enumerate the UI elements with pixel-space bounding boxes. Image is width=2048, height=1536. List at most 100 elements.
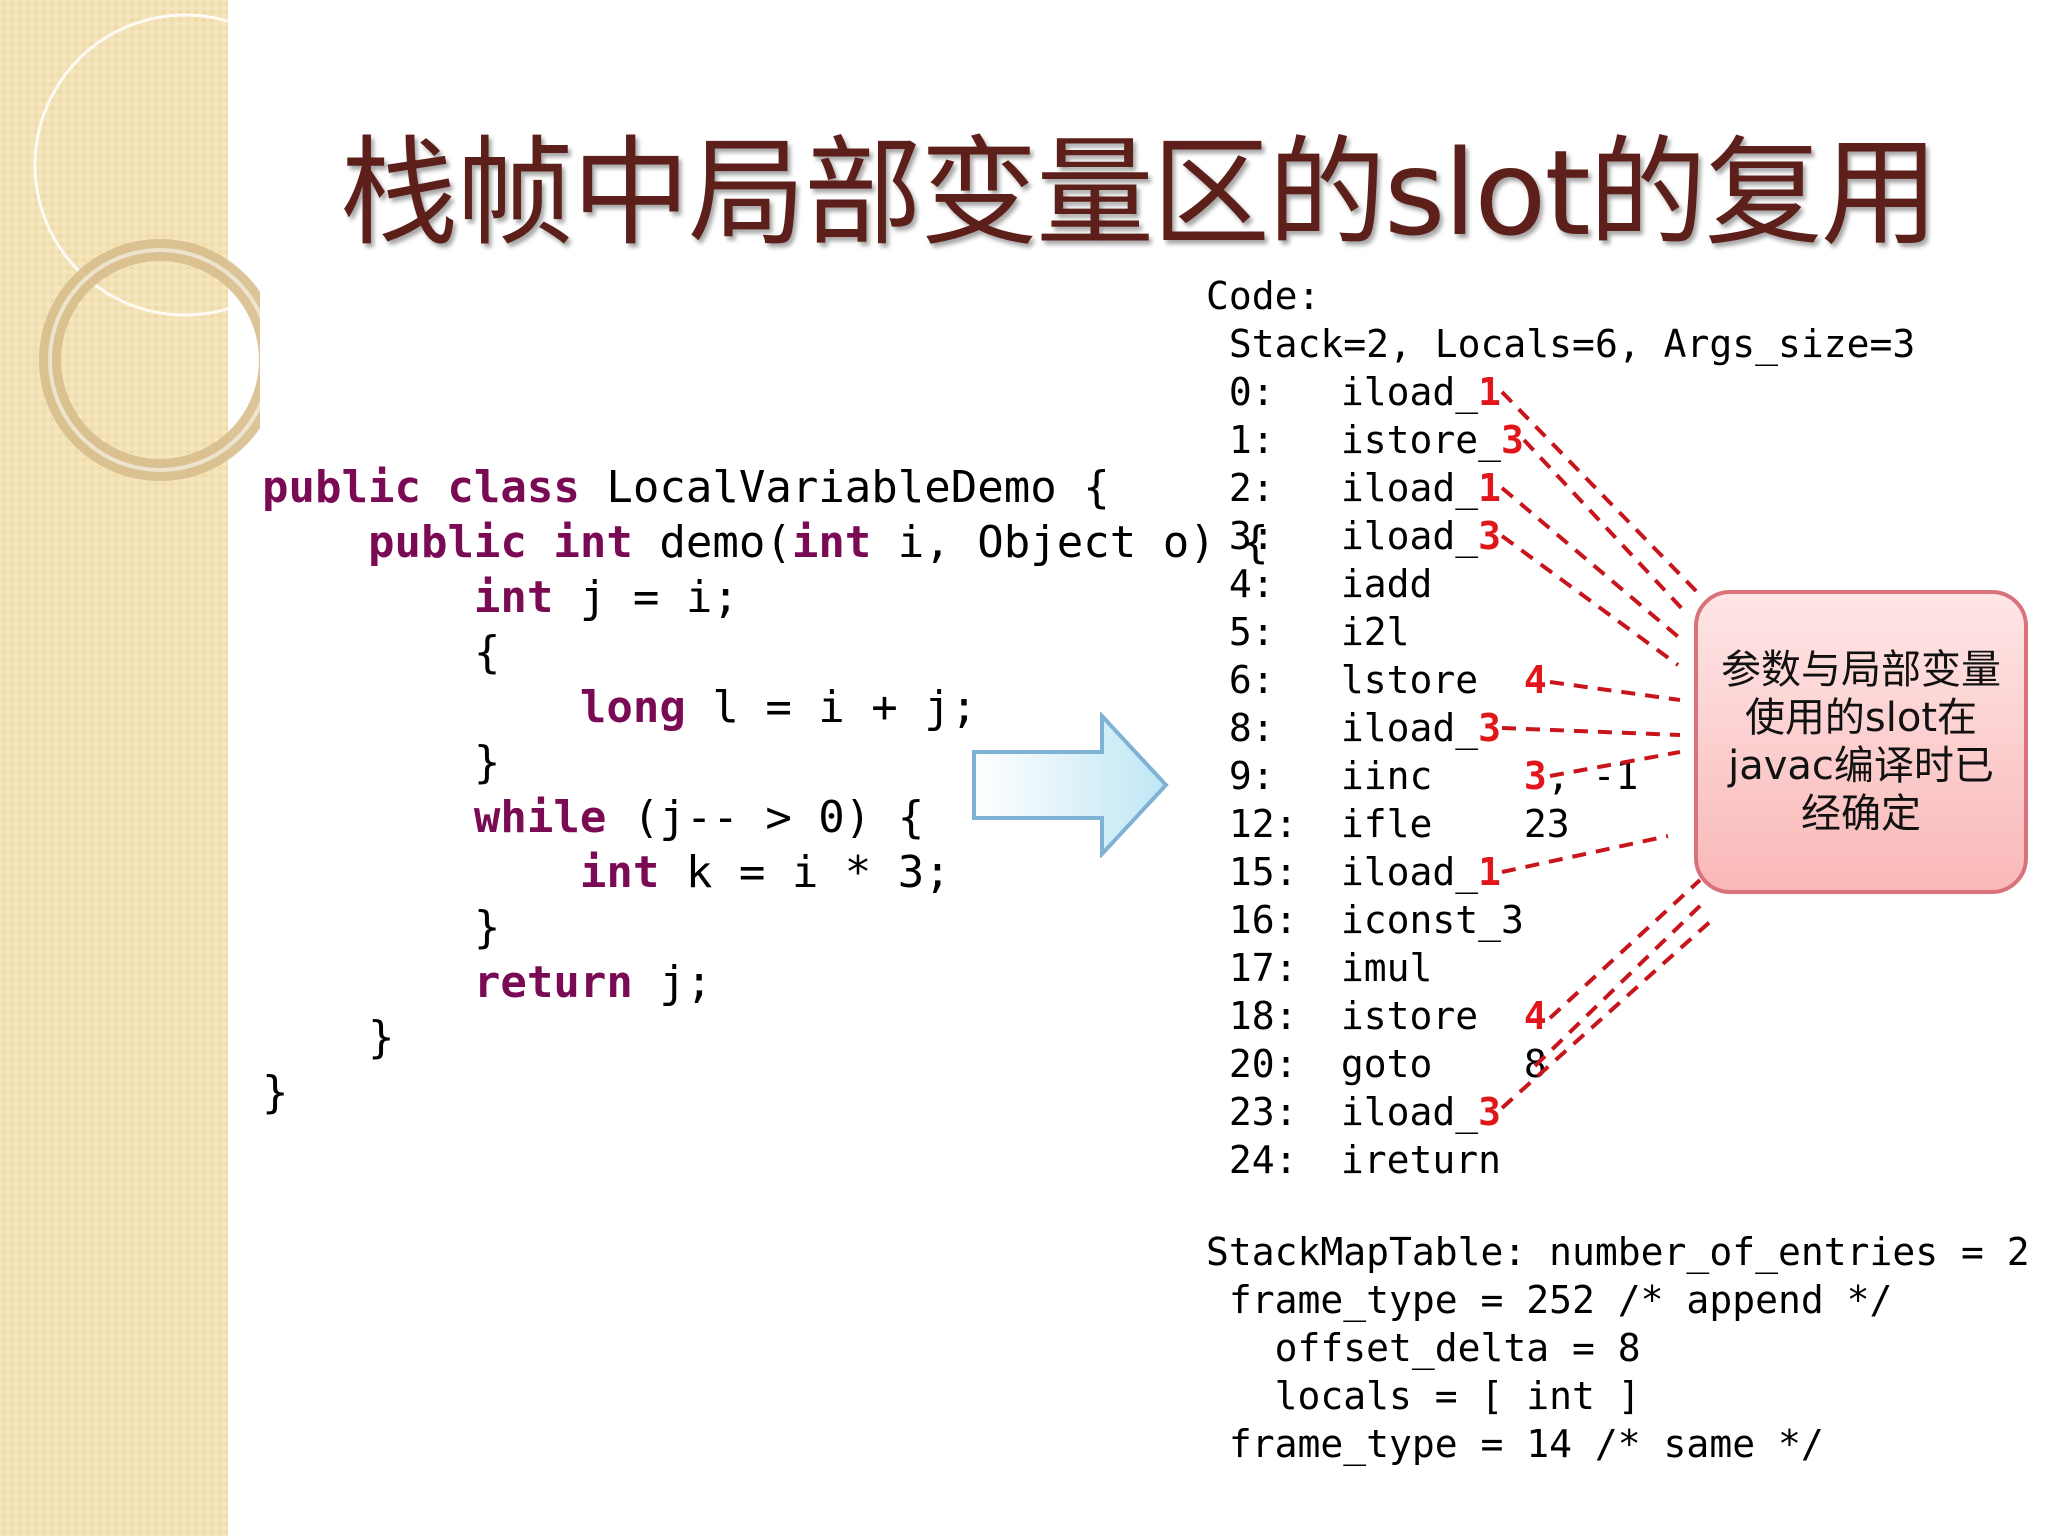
instruction-opcode: iload_ bbox=[1340, 370, 1479, 414]
slot-index: 3 bbox=[1478, 1090, 1502, 1134]
code-text bbox=[262, 682, 580, 733]
instruction-offset: 5: bbox=[1228, 610, 1275, 654]
instruction-offset: 15: bbox=[1228, 850, 1298, 894]
bytecode-instruction: 17: imul bbox=[1206, 944, 1915, 992]
code-keyword: return bbox=[473, 957, 633, 1008]
instruction-opcode: goto bbox=[1340, 1042, 1524, 1086]
slot-index: 3 bbox=[1501, 418, 1524, 462]
instruction-opcode: istore bbox=[1340, 994, 1524, 1038]
code-keyword: public int bbox=[367, 517, 633, 568]
bytecode-instruction: 3: iload_3 bbox=[1206, 512, 1915, 560]
instruction-offset: 1: bbox=[1228, 418, 1275, 462]
code-line: int j = i; bbox=[262, 570, 1269, 625]
code-line: long l = i + j; bbox=[262, 680, 1269, 735]
bytecode-instructions: 0:iload_1 1:istore_3 2:iload_1 3:iload_3… bbox=[1206, 368, 1915, 1184]
bytecode-instruction: 15: iload_1 bbox=[1206, 848, 1915, 896]
instruction-opcode: istore_ bbox=[1340, 418, 1502, 462]
code-text: } bbox=[262, 1067, 289, 1118]
bytecode-instruction: 8:iload_3 bbox=[1206, 704, 1915, 752]
decorative-circles bbox=[33, 13, 260, 481]
code-line: int k = i * 3; bbox=[262, 845, 1269, 900]
stack-map-line: offset_delta = 8 bbox=[1206, 1326, 1641, 1370]
slot-index: 1 bbox=[1478, 850, 1502, 894]
code-line: public class LocalVariableDemo { bbox=[262, 460, 1269, 515]
code-text bbox=[262, 957, 474, 1008]
code-keyword: int bbox=[579, 847, 660, 898]
bytecode-instruction: 0:iload_1 bbox=[1206, 368, 1915, 416]
code-text: } bbox=[262, 902, 501, 953]
code-text bbox=[262, 517, 368, 568]
bytecode-listing: Code: Stack=2, Locals=6, Args_size=3 0:i… bbox=[1206, 272, 1915, 1184]
code-line: return j; bbox=[262, 955, 1269, 1010]
code-text: j; bbox=[632, 957, 713, 1008]
code-text bbox=[262, 792, 474, 843]
instruction-opcode: i2l bbox=[1340, 610, 1410, 654]
instruction-opcode: ifle bbox=[1340, 802, 1524, 846]
code-text: (j-- > 0) { bbox=[606, 792, 925, 843]
instruction-offset: 18: bbox=[1228, 994, 1298, 1038]
slot-index: 3 bbox=[1478, 514, 1502, 558]
code-line: public int demo(int i, Object o) { bbox=[262, 515, 1269, 570]
code-line: } bbox=[262, 1010, 1269, 1065]
slot-index: 1 bbox=[1478, 370, 1502, 414]
code-text: i, Object o) { bbox=[871, 517, 1269, 568]
code-keyword: int bbox=[791, 517, 872, 568]
slot-index: 3 bbox=[1478, 706, 1502, 750]
java-source-code: public class LocalVariableDemo { public … bbox=[262, 460, 1269, 1120]
slide-title: 栈帧中局部变量区的slot的复用 bbox=[340, 124, 1939, 262]
instruction-opcode: iadd bbox=[1340, 562, 1433, 606]
instruction-offset: 3: bbox=[1228, 514, 1275, 558]
instruction-opcode: imul bbox=[1340, 946, 1433, 990]
code-text: LocalVariableDemo { bbox=[579, 462, 1110, 513]
slot-index: 1 bbox=[1478, 466, 1502, 510]
slot-index: 3 bbox=[1523, 754, 1547, 798]
code-text bbox=[262, 847, 580, 898]
instruction-offset: 6: bbox=[1228, 658, 1275, 702]
code-text: l = i + j; bbox=[685, 682, 978, 733]
instruction-offset: 8: bbox=[1228, 706, 1275, 750]
code-text: { bbox=[262, 627, 501, 678]
code-text: } bbox=[262, 1012, 395, 1063]
instruction-opcode: ireturn bbox=[1340, 1138, 1502, 1182]
instruction-opcode: iload_ bbox=[1340, 850, 1479, 894]
bytecode-instruction: 12: ifle 23 bbox=[1206, 800, 1915, 848]
bytecode-stack-info: Stack=2, Locals=6, Args_size=3 bbox=[1206, 320, 1915, 368]
instruction-offset: 20: bbox=[1228, 1042, 1298, 1086]
right-arrow-icon bbox=[972, 712, 1169, 858]
code-text: } bbox=[262, 737, 501, 788]
instruction-operand: 8 bbox=[1523, 1042, 1547, 1086]
instruction-offset: 4: bbox=[1228, 562, 1275, 606]
instruction-opcode: iload_ bbox=[1340, 514, 1479, 558]
stack-map-line: frame_type = 14 /* same */ bbox=[1206, 1422, 1824, 1466]
stack-map-line: locals = [ int ] bbox=[1206, 1374, 1641, 1418]
instruction-opcode: iload_ bbox=[1340, 466, 1479, 510]
bytecode-instruction: 5: i2l bbox=[1206, 608, 1915, 656]
instruction-offset: 23: bbox=[1228, 1090, 1298, 1134]
bytecode-instruction: 2: iload_1 bbox=[1206, 464, 1915, 512]
code-keyword: while bbox=[473, 792, 607, 843]
code-line: } bbox=[262, 900, 1269, 955]
instruction-opcode: iload_ bbox=[1340, 1090, 1479, 1134]
code-keyword: public class bbox=[262, 462, 580, 513]
code-text bbox=[262, 572, 474, 623]
instruction-operand: 23 bbox=[1523, 802, 1570, 846]
bytecode-instruction: 16: iconst_3 bbox=[1206, 896, 1915, 944]
instruction-offset: 2: bbox=[1228, 466, 1275, 510]
stack-map-line: StackMapTable: number_of_entries = 2 bbox=[1206, 1230, 2030, 1274]
stack-map-table: StackMapTable: number_of_entries = 2 fra… bbox=[1206, 1228, 2030, 1468]
instruction-offset: 9: bbox=[1228, 754, 1275, 798]
slot-index: 4 bbox=[1523, 994, 1547, 1038]
callout-text: 参数与局部变量使用的slot在javac编译时已经确定 bbox=[1721, 647, 2001, 837]
bytecode-instruction: 6:lstore 4 bbox=[1206, 656, 1915, 704]
bytecode-instruction: 9:iinc 3, -1 bbox=[1206, 752, 1915, 800]
instruction-opcode: iconst_3 bbox=[1340, 898, 1524, 942]
code-text: demo( bbox=[632, 517, 792, 568]
code-text: k = i * 3; bbox=[659, 847, 951, 898]
instruction-offset: 16: bbox=[1228, 898, 1298, 942]
bytecode-instruction: 1: istore_3 bbox=[1206, 416, 1915, 464]
explanation-callout: 参数与局部变量使用的slot在javac编译时已经确定 bbox=[1694, 590, 2028, 894]
instruction-operand: , -1 bbox=[1546, 754, 1639, 798]
instruction-offset: 17: bbox=[1228, 946, 1298, 990]
code-keyword: long bbox=[579, 682, 686, 733]
instruction-offset: 12: bbox=[1228, 802, 1298, 846]
